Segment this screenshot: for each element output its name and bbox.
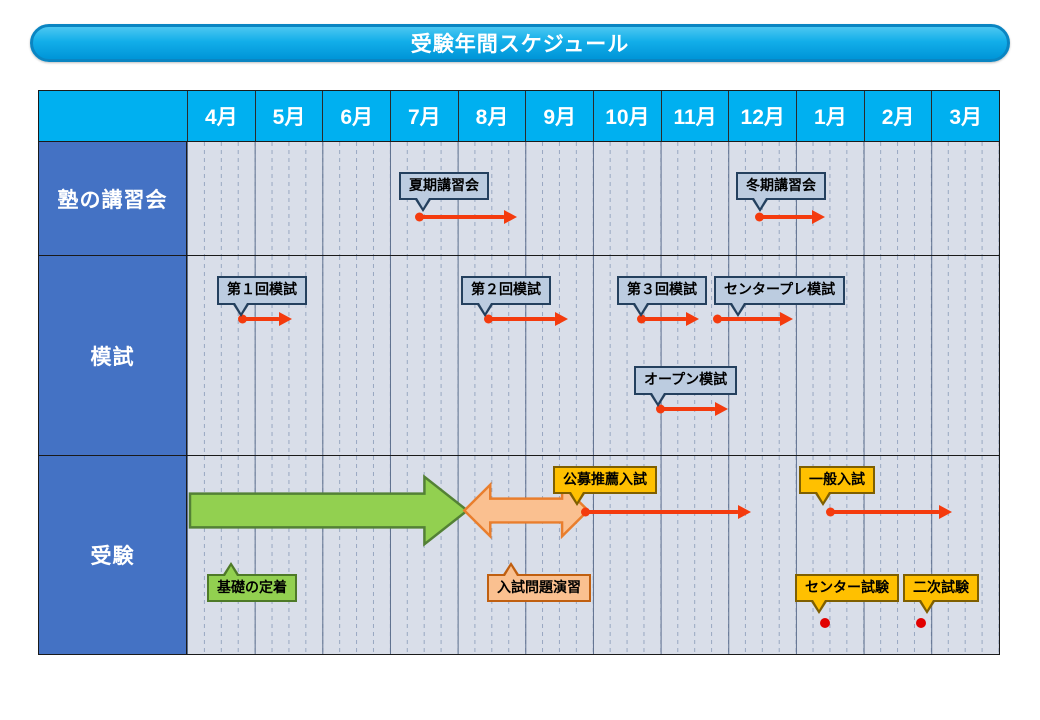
- callout-mock-2: 第２回模試: [461, 276, 551, 317]
- row-mock-exams: 模試 第１回模試 第２回模試 第３回模試 センタープレ模試 オープン模試: [39, 255, 999, 455]
- month-header-nov: 11月: [660, 91, 729, 141]
- month-header-jul: 7月: [390, 91, 458, 141]
- month-header-sep: 9月: [525, 91, 593, 141]
- month-header-jun: 6月: [322, 91, 390, 141]
- month-header-feb: 2月: [863, 91, 932, 141]
- callout-winter-seminar: 冬期講習会: [736, 171, 826, 212]
- block-arrows-layer: [188, 473, 590, 547]
- callout-kiso-no-teichaku: 基礎の定着: [207, 561, 297, 603]
- row-body-moshi: 第１回模試 第２回模試 第３回模試 センタープレ模試 オープン模試: [187, 256, 999, 455]
- mock-1-arrow: [240, 317, 280, 322]
- mock-2-arrow: [486, 317, 556, 322]
- month-header-mar: 3月: [931, 91, 999, 141]
- row-label-juken: 受験: [39, 455, 187, 655]
- callout-nyushi-mondai-enshu: 入試問題演習: [487, 561, 591, 603]
- row-body-juku: 夏期講習会 冬期講習会: [187, 141, 999, 256]
- month-header-jan: 1月: [796, 91, 864, 141]
- niji-shiken-dot: [916, 617, 926, 628]
- header-corner-cell: [39, 91, 187, 141]
- row-body-juken: 公募推薦入試 一般入試 基礎の定着 入試問題演習 センター試験 二次試験: [187, 455, 999, 655]
- month-header-may: 5月: [254, 91, 323, 141]
- slide-title: 受験年間スケジュール: [410, 33, 630, 56]
- row-label-moshi: 模試: [39, 256, 187, 455]
- row-juku-seminars: 塾の講習会 夏期講習会 冬期講習会: [39, 140, 999, 256]
- open-mock-arrow: [658, 407, 716, 412]
- title-banner: 受験年間スケジュール: [30, 24, 1010, 62]
- winter-seminar-arrow: [757, 214, 813, 219]
- mock-3-arrow: [639, 317, 687, 322]
- green-block-arrow: [188, 473, 470, 547]
- schedule-table: 4月 5月 6月 7月 8月 9月 10月 11月 12月 1月 2月 3月 塾…: [38, 90, 1000, 655]
- center-pre-mock-arrow: [715, 317, 781, 322]
- callout-ippan-nyushi: 一般入試: [799, 465, 875, 506]
- callout-mock-1: 第１回模試: [217, 276, 307, 317]
- callout-center-shiken: センター試験: [795, 573, 899, 614]
- callout-mock-3: 第３回模試: [617, 276, 707, 317]
- callout-summer-seminar: 夏期講習会: [399, 171, 489, 212]
- summer-seminar-arrow: [417, 214, 505, 219]
- center-shiken-dot: [820, 617, 830, 628]
- row-label-juku: 塾の講習会: [39, 141, 187, 256]
- callout-open-mock: オープン模試: [634, 366, 738, 407]
- month-header-oct: 10月: [593, 91, 661, 141]
- table-header-row: 4月 5月 6月 7月 8月 9月 10月 11月 12月 1月 2月 3月: [39, 91, 999, 141]
- month-header-dec: 12月: [728, 91, 796, 141]
- callout-niji-shiken: 二次試験: [903, 573, 979, 614]
- ippan-nyushi-arrow: [828, 509, 940, 514]
- kobo-suisen-arrow: [583, 509, 739, 514]
- month-header-apr: 4月: [187, 91, 255, 141]
- month-header-aug: 8月: [457, 91, 526, 141]
- callout-kobo-suisen: 公募推薦入試: [553, 465, 657, 506]
- row-exams: 受験 公募推薦入試 一般入試 基礎の定着 入試問題演習 センター試験 二次試験: [39, 454, 999, 655]
- callout-center-pre-mock: センタープレ模試: [714, 276, 846, 317]
